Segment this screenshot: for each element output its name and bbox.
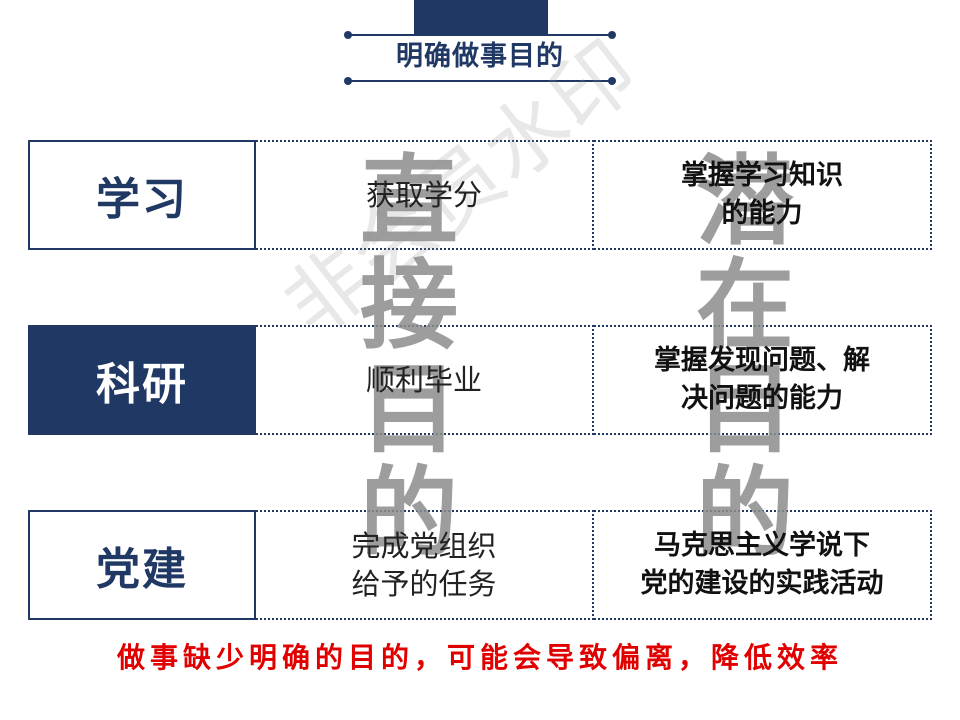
- rule-dot-icon: [344, 31, 352, 39]
- potential-goal-cell: 马克思主义学说下党的建设的实践活动: [594, 510, 932, 620]
- direct-goal-text: 完成党组织给予的任务: [351, 529, 497, 601]
- footer-warning: 做事缺少明确的目的，可能会导致偏离，降低效率: [116, 641, 843, 674]
- row-party-building: 党建 完成党组织给予的任务 马克思主义学说下党的建设的实践活动: [28, 510, 932, 620]
- page-title: 明确做事目的: [396, 41, 564, 72]
- direct-goal-text: 获取学分: [365, 178, 482, 212]
- title-rule-top: [344, 31, 616, 39]
- potential-goal-cell: 掌握发现问题、解决问题的能力: [594, 325, 932, 435]
- direct-goal-cell: 顺利毕业: [256, 325, 594, 435]
- label-cell: 学习: [28, 140, 256, 250]
- row-study: 学习 获取学分 掌握学习知识的能力: [28, 140, 932, 250]
- top-tab-decoration: [414, 0, 548, 34]
- title-rule-bottom: [344, 77, 616, 85]
- rule-dot-icon: [608, 77, 616, 85]
- label-cell: 党建: [28, 510, 256, 620]
- label-cell: 科研: [28, 325, 256, 435]
- direct-goal-text: 顺利毕业: [365, 363, 482, 397]
- direct-goal-cell: 完成党组织给予的任务: [256, 510, 594, 620]
- rule-dot-icon: [608, 31, 616, 39]
- row-research: 科研 顺利毕业 掌握发现问题、解决问题的能力: [28, 325, 932, 435]
- potential-goal-text: 掌握发现问题、解决问题的能力: [654, 345, 870, 414]
- potential-goal-text: 马克思主义学说下党的建设的实践活动: [640, 530, 884, 599]
- potential-goal-text: 掌握学习知识的能力: [681, 160, 843, 229]
- direct-goal-cell: 获取学分: [256, 140, 594, 250]
- potential-goal-cell: 掌握学习知识的能力: [594, 140, 932, 250]
- rule-dot-icon: [344, 77, 352, 85]
